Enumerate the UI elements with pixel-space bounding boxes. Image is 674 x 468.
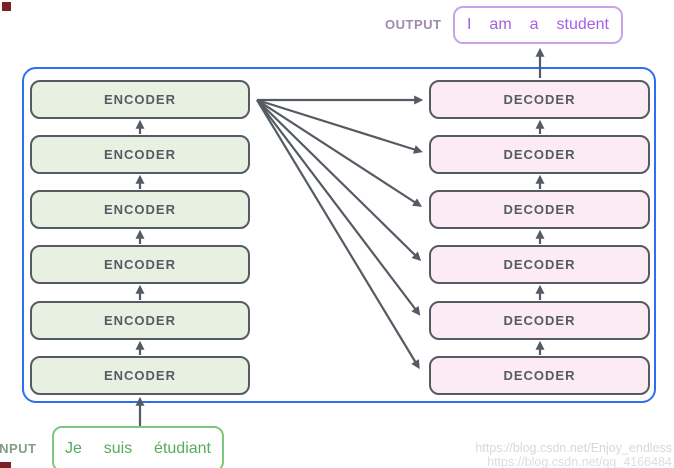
encoder-block-2: ENCODER (30, 301, 250, 340)
watermark: https://blog.csdn.net/Enjoy_endless http… (475, 441, 672, 468)
output-word: am (489, 16, 512, 33)
output-word: I (467, 16, 472, 33)
output-label: OUTPUT (385, 17, 442, 32)
input-word: suis (103, 440, 133, 457)
input-word: Je (65, 440, 82, 457)
decoder-label: DECODER (503, 313, 576, 328)
output-word: a (529, 16, 539, 33)
input-label: INPUT (0, 441, 37, 456)
decoder-label: DECODER (503, 257, 576, 272)
decoder-label: DECODER (503, 147, 576, 162)
encoder-block-5: ENCODER (30, 135, 250, 174)
decoder-label: DECODER (503, 92, 576, 107)
watermark-line2: https://blog.csdn.net/qq_4166484 (487, 455, 672, 468)
decoder-block-2: DECODER (429, 301, 650, 340)
input-sentence-box: Je suis étudiant (52, 426, 224, 468)
watermark-line1: https://blog.csdn.net/Enjoy_endless (475, 441, 672, 455)
decoder-block-6: DECODER (429, 80, 650, 119)
decoder-block-3: DECODER (429, 245, 650, 284)
encoder-label: ENCODER (103, 313, 176, 328)
encoder-block-3: ENCODER (30, 245, 250, 284)
decoder-block-4: DECODER (429, 190, 650, 229)
input-word: étudiant (154, 440, 211, 457)
decoder-label: DECODER (503, 368, 576, 383)
encoder-block-1: ENCODER (30, 356, 250, 395)
corner-mark (2, 2, 11, 11)
output-word: student (556, 16, 609, 33)
encoder-block-4: ENCODER (30, 190, 250, 229)
output-sentence-box: I am a student (453, 6, 623, 44)
decoder-block-5: DECODER (429, 135, 650, 174)
decoder-label: DECODER (503, 202, 576, 217)
decoder-block-1: DECODER (429, 356, 650, 395)
encoder-label: ENCODER (103, 202, 176, 217)
encoder-label: ENCODER (103, 368, 176, 383)
encoder-label: ENCODER (103, 92, 176, 107)
corner-mark (0, 462, 11, 468)
encoder-label: ENCODER (103, 257, 176, 272)
encoder-block-6: ENCODER (30, 80, 250, 119)
encoder-label: ENCODER (103, 147, 176, 162)
